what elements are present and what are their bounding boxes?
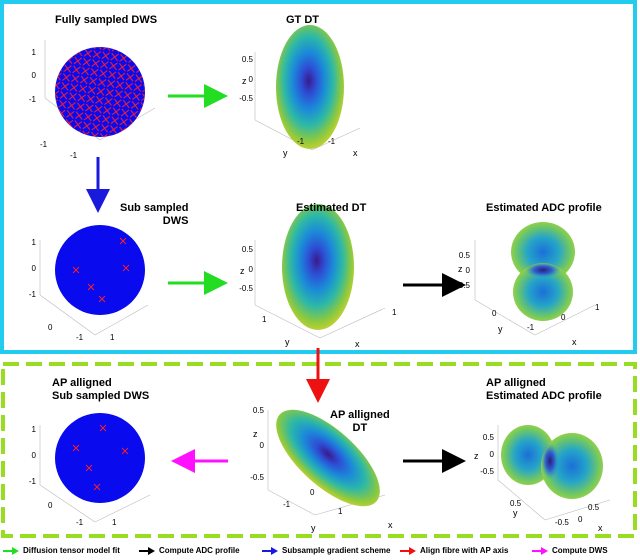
panel-estimated-dt: 0.5 0 -0.5 z y x 1 1 <box>239 204 397 349</box>
svg-text:0: 0 <box>466 266 471 275</box>
svg-text:-0.5: -0.5 <box>239 284 253 293</box>
svg-text:0.5: 0.5 <box>459 251 471 260</box>
panel-fully-sampled-dws: 1 0 -1 -1 -1 <box>29 40 156 160</box>
blue-arrow-icon <box>262 547 278 555</box>
ap-tensor-ellipsoid <box>276 409 380 507</box>
svg-text:y: y <box>311 523 316 533</box>
svg-text:0: 0 <box>249 75 254 84</box>
svg-text:z: z <box>242 76 247 86</box>
svg-text:z: z <box>458 264 463 274</box>
estimated-tensor-ellipsoid <box>282 204 354 330</box>
svg-text:0.5: 0.5 <box>242 245 254 254</box>
title-ap-sub-sampled-dws: AP alligned Sub sampled DWS <box>52 377 150 402</box>
legend-item-compute-dws: Compute DWS <box>531 543 608 559</box>
svg-text:0.5: 0.5 <box>588 503 600 512</box>
svg-text:y: y <box>283 148 288 158</box>
svg-text:0: 0 <box>32 264 37 273</box>
svg-text:z: z <box>240 266 245 276</box>
title-estimated-dt: Estimated DT <box>296 202 367 214</box>
svg-text:0: 0 <box>310 488 315 497</box>
svg-text:0: 0 <box>561 313 566 322</box>
bottom-frame <box>1 362 637 538</box>
svg-text:0: 0 <box>249 265 254 274</box>
legend-item-align-ap: Align fibre with AP axis <box>399 543 508 559</box>
title-ap-dt: AP alligned DT <box>330 409 390 434</box>
svg-text:-0.5: -0.5 <box>555 518 569 527</box>
svg-text:y: y <box>498 324 503 334</box>
svg-text:x: x <box>598 523 603 533</box>
svg-text:y: y <box>513 508 518 518</box>
black-arrow-icon <box>139 547 155 555</box>
svg-text:y: y <box>285 337 290 347</box>
svg-text:-0.5: -0.5 <box>480 467 494 476</box>
svg-text:1: 1 <box>112 518 117 527</box>
red-arrow-icon <box>400 547 416 555</box>
svg-text:x: x <box>355 339 360 349</box>
svg-text:-1: -1 <box>29 290 37 299</box>
title-sub-sampled-dws: Sub sampled DWS <box>120 202 189 227</box>
svg-text:-1: -1 <box>29 477 37 486</box>
svg-text:x: x <box>388 520 393 530</box>
title-fully-sampled-dws: Fully sampled DWS <box>55 14 158 26</box>
svg-text:-1: -1 <box>76 518 84 527</box>
svg-text:0: 0 <box>492 309 497 318</box>
svg-text:x: x <box>353 148 358 158</box>
legend-item-subsample: Subsample gradient scheme <box>261 543 390 559</box>
svg-text:1: 1 <box>32 48 37 57</box>
legend-item-compute-adc: Compute ADC profile <box>138 543 240 559</box>
svg-text:0: 0 <box>48 501 53 510</box>
svg-text:-1: -1 <box>29 95 37 104</box>
gt-tensor-ellipsoid <box>276 25 344 149</box>
green-arrow-icon <box>3 547 19 555</box>
svg-text:0.5: 0.5 <box>483 433 495 442</box>
svg-text:0.5: 0.5 <box>510 499 522 508</box>
svg-text:-0.5: -0.5 <box>239 94 253 103</box>
svg-text:-1: -1 <box>70 151 78 160</box>
svg-text:0.5: 0.5 <box>242 55 254 64</box>
svg-text:0: 0 <box>32 451 37 460</box>
panel-gt-dt: 0.5 0 -0.5 z y x -1 -1 <box>239 25 361 158</box>
panel-ap-dt: 0.5 0 -0.5 z y x -1 0 1 <box>250 406 393 533</box>
panel-ap-estimated-adc: 0.5 0 -0.5 z y x 0.5 -0.5 0 0.5 <box>474 425 611 533</box>
title-estimated-adc: Estimated ADC profile <box>486 202 602 214</box>
svg-text:1: 1 <box>32 425 37 434</box>
svg-text:0: 0 <box>260 441 265 450</box>
svg-text:-1: -1 <box>40 140 48 149</box>
title-ap-estimated-adc: AP alligned Estimated ADC profile <box>486 377 602 402</box>
svg-text:1: 1 <box>32 238 37 247</box>
svg-text:1: 1 <box>110 333 115 342</box>
panel-estimated-adc: 0.5 0 -0.5 z y x 0 -1 0 1 <box>456 222 600 347</box>
svg-text:0: 0 <box>48 323 53 332</box>
magenta-arrow-icon <box>532 547 548 555</box>
svg-text:-1: -1 <box>76 333 84 342</box>
svg-text:1: 1 <box>338 507 343 516</box>
svg-text:x: x <box>572 337 577 347</box>
svg-text:-1: -1 <box>527 323 535 332</box>
adc-lobe-bottom <box>513 263 573 321</box>
svg-text:-1: -1 <box>328 137 336 146</box>
svg-text:0: 0 <box>32 71 37 80</box>
title-gt-dt: GT DT <box>286 14 319 26</box>
svg-text:z: z <box>253 429 258 439</box>
svg-text:1: 1 <box>595 303 600 312</box>
svg-text:1: 1 <box>262 315 267 324</box>
svg-text:0.5: 0.5 <box>253 406 265 415</box>
subsampled-sphere <box>55 225 145 315</box>
legend-item-dt-fit: Diffusion tensor model fit <box>2 543 120 559</box>
svg-text:z: z <box>474 451 479 461</box>
svg-text:-0.5: -0.5 <box>250 473 264 482</box>
svg-text:0: 0 <box>490 450 495 459</box>
ap-subsampled-crosses <box>72 424 129 491</box>
subsampled-crosses <box>72 237 130 303</box>
svg-text:-1: -1 <box>297 137 305 146</box>
svg-text:1: 1 <box>392 308 397 317</box>
panel-ap-sub-sampled-dws: 1 0 -1 0 -1 1 <box>29 413 151 527</box>
legend: Diffusion tensor model fit Compute ADC p… <box>0 543 640 559</box>
svg-text:-1: -1 <box>283 500 291 509</box>
gradient-crosses <box>55 47 145 137</box>
ap-subsampled-sphere <box>55 413 145 503</box>
svg-text:0: 0 <box>578 515 583 524</box>
panel-sub-sampled-dws: 1 0 -1 0 -1 1 <box>29 225 149 342</box>
